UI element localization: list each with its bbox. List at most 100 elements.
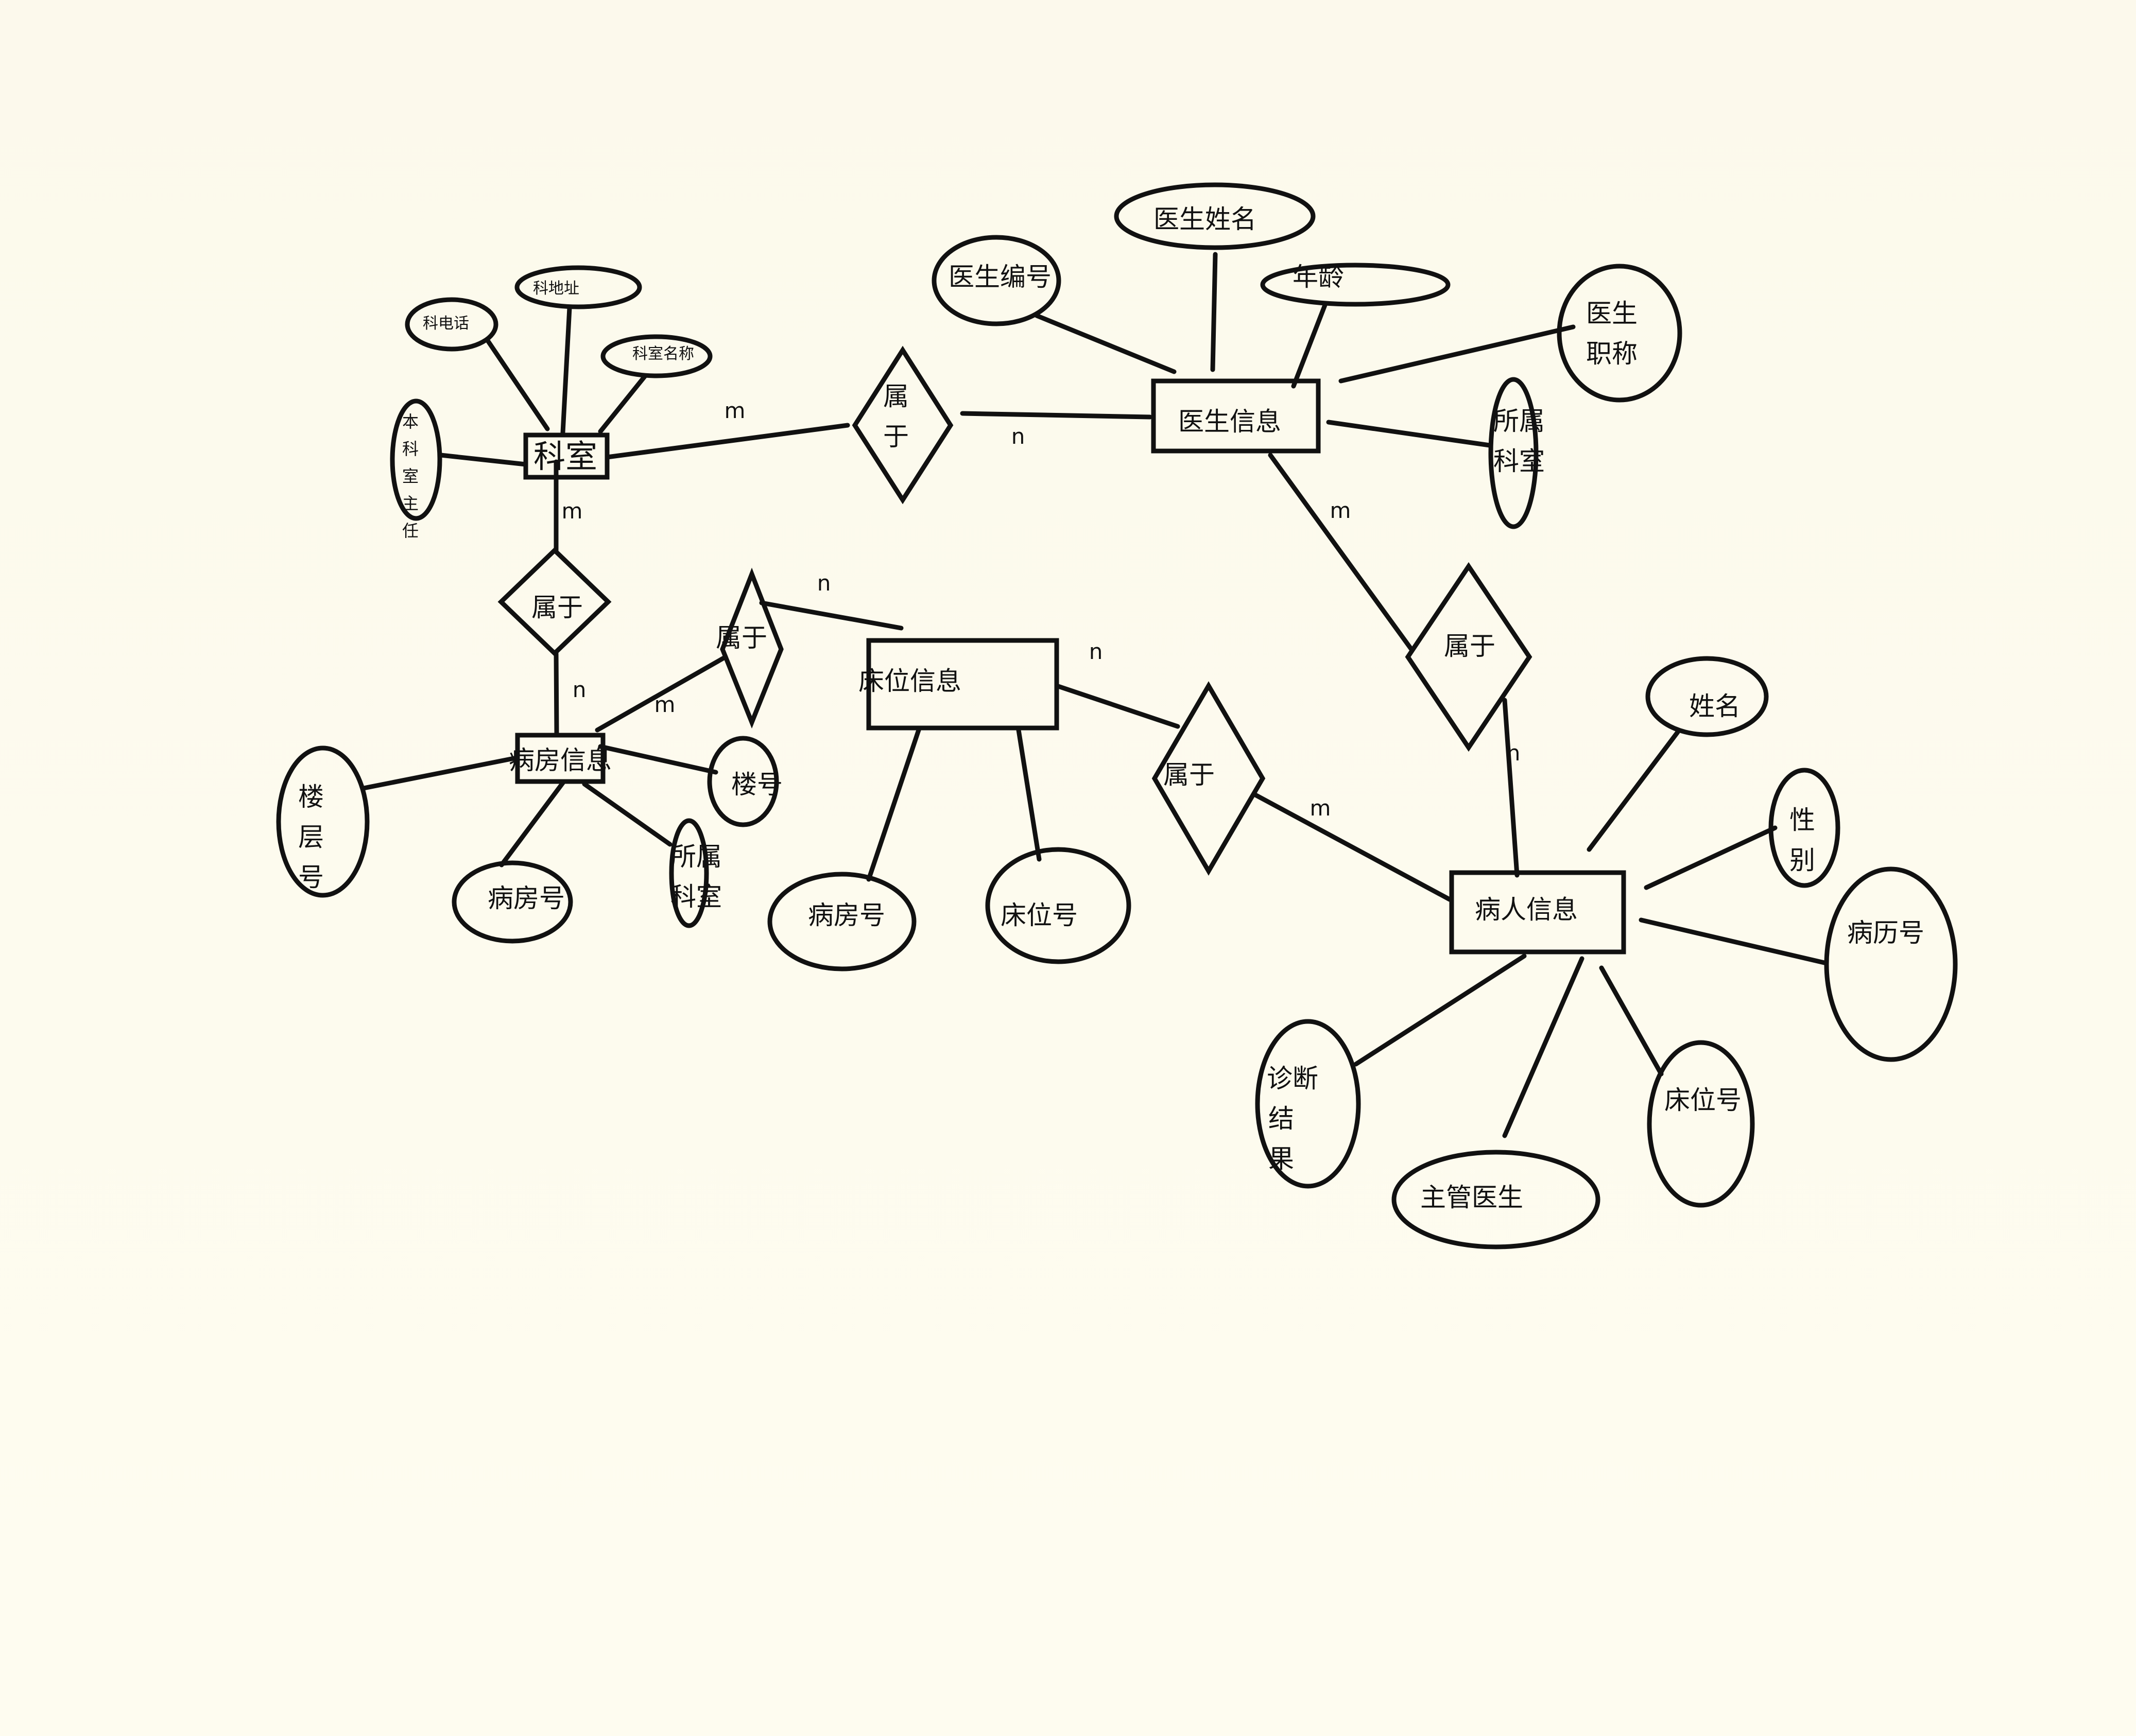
- card-yisheng-bingren-n: n: [1507, 740, 1521, 766]
- attr-yisheng-nianling[interactable]: 年龄: [1260, 262, 1451, 307]
- attr-keshi-zhuren[interactable]: 本 科 室 主 任: [390, 398, 442, 541]
- attr-yisheng-keshi-ellipse: [1488, 377, 1539, 529]
- attr-bingren-binglihao-label: 病历号: [1847, 918, 1924, 948]
- attr-bingfang-louceng[interactable]: 楼 层 号: [276, 745, 370, 898]
- attr-bingren-xingming[interactable]: 姓名: [1645, 656, 1769, 737]
- card-bingfang-chuangwei-m: m: [654, 692, 676, 717]
- attr-bingfang-bingfanghao-ellipse: [452, 860, 573, 944]
- attr-bingren-chuangweihao-ellipse: [1647, 1040, 1755, 1208]
- attr-bingren-zhenduan-label-1: 诊断: [1267, 1064, 1318, 1093]
- link-bingren-binglihao: [1639, 917, 1829, 966]
- link-chuangwei-bingfanghao: [866, 727, 921, 882]
- attr-chuangwei-chuangweihao-ellipse: [985, 847, 1131, 964]
- rel-keshi-bingfang[interactable]: 属于: [497, 547, 612, 657]
- attr-bingren-xingbie-label-2: 别: [1789, 845, 1815, 875]
- attr-keshi-dizhi[interactable]: 科地址: [514, 265, 642, 309]
- attr-yisheng-keshi[interactable]: 所属 科室: [1488, 377, 1545, 529]
- attr-yisheng-zhicheng[interactable]: 医生 职称: [1557, 264, 1682, 403]
- entity-keshi[interactable]: 科室: [523, 432, 610, 480]
- attr-bingren-chuangweihao[interactable]: 床位号: [1647, 1040, 1755, 1208]
- card-keshi-yisheng-n: n: [1011, 424, 1025, 449]
- link-yisheng-keshi: [1326, 420, 1492, 448]
- attr-bingren-xingbie-label-1: 性: [1789, 805, 1815, 835]
- entity-bingfang-box: [515, 733, 606, 784]
- link-chuangwei-chuangweihao: [1016, 727, 1042, 862]
- attr-yisheng-keshi-label-1: 所属: [1493, 406, 1545, 436]
- attr-bingfang-louceng-label-2: 层: [298, 822, 324, 852]
- attr-yisheng-zhicheng-label-2: 职称: [1586, 339, 1638, 369]
- link-bingfang-louceng: [361, 756, 516, 791]
- attr-chuangwei-bingfanghao[interactable]: 病房号: [767, 872, 917, 971]
- rel-yisheng-bingren[interactable]: 属于: [1405, 562, 1532, 752]
- attr-yisheng-bianhao[interactable]: 医生编号: [932, 235, 1061, 326]
- rel-keshi-yisheng[interactable]: 属 于: [852, 345, 954, 505]
- attr-bingren-zhenduan[interactable]: 诊断 结 果: [1255, 1019, 1361, 1189]
- entity-chuangwei-label: 床位信息: [858, 666, 961, 696]
- link-bingfang-bingfanghao: [499, 779, 566, 867]
- attr-keshi-mingcheng[interactable]: 科室名称: [600, 334, 713, 378]
- attr-bingren-chuangweihao-label: 床位号: [1664, 1085, 1742, 1115]
- attr-keshi-dizhi-label: 科地址: [533, 280, 579, 298]
- entity-bingren[interactable]: 病人信息: [1449, 870, 1626, 954]
- cardinalities: m n m n n m n m m n: [562, 398, 1521, 821]
- links: [361, 252, 1829, 1138]
- entity-yisheng[interactable]: 医生信息: [1151, 378, 1321, 454]
- attr-bingfang-louceng-ellipse: [276, 745, 370, 898]
- link-chuangwei-rel4: [1054, 683, 1180, 729]
- attr-bingfang-keshi[interactable]: 所属 科室: [669, 818, 722, 928]
- attr-bingfang-keshi-label-2: 科室: [670, 882, 722, 912]
- attr-yisheng-keshi-label-2: 科室: [1493, 446, 1545, 476]
- entity-bingfang-label: 病房信息: [509, 745, 612, 775]
- entity-yisheng-label: 医生信息: [1178, 407, 1281, 437]
- attr-keshi-dianhua[interactable]: 科电话: [405, 297, 498, 352]
- link-keshi-dianhua: [486, 339, 550, 431]
- attr-keshi-zhuren-label-5: 任: [402, 521, 419, 541]
- attr-bingren-binglihao-ellipse: [1824, 866, 1958, 1062]
- link-rel4-bingren: [1252, 792, 1452, 902]
- entity-keshi-box: [523, 432, 610, 480]
- attr-keshi-zhuren-ellipse: [390, 398, 442, 521]
- rel-bingfang-chuangwei[interactable]: 属于: [716, 567, 784, 729]
- attr-bingren-zhuguan[interactable]: 主管医生: [1391, 1150, 1600, 1249]
- attr-chuangwei-bingfanghao-ellipse: [767, 872, 917, 971]
- attr-chuangwei-chuangweihao[interactable]: 床位号: [985, 847, 1131, 964]
- rel-keshi-yisheng-label-2: 于: [883, 422, 909, 452]
- entity-chuangwei[interactable]: 床位信息: [858, 638, 1059, 731]
- attr-yisheng-zhicheng-label-1: 医生: [1586, 299, 1638, 328]
- attr-bingfang-bingfanghao[interactable]: 病房号: [452, 860, 573, 944]
- link-bingren-chuangweihao: [1599, 965, 1664, 1077]
- rel-yisheng-bingren-diamond: [1405, 562, 1532, 752]
- link-yisheng-zhicheng: [1338, 324, 1576, 384]
- entity-chuangwei-box: [866, 638, 1059, 731]
- link-bingren-zhenduan: [1353, 953, 1527, 1067]
- link-bingfang-louhao: [598, 744, 718, 775]
- attr-bingren-zhenduan-ellipse: [1255, 1019, 1361, 1189]
- rel-chuangwei-bingren-diamond: [1151, 681, 1266, 876]
- attr-keshi-dizhi-ellipse: [514, 265, 642, 309]
- attr-keshi-dianhua-ellipse: [405, 297, 498, 352]
- attr-bingren-xingming-ellipse: [1645, 656, 1769, 737]
- link-bingren-xingming: [1587, 730, 1680, 852]
- attr-yisheng-nianling-ellipse: [1260, 263, 1451, 307]
- rel-keshi-yisheng-label-1: 属: [883, 381, 909, 411]
- link-bingfang-rel3: [595, 654, 728, 733]
- link-bingfang-keshi: [582, 782, 673, 847]
- link-keshi-mingcheng: [598, 373, 648, 434]
- entity-bingfang[interactable]: 病房信息: [509, 733, 612, 784]
- attr-bingren-xingbie[interactable]: 性 别: [1768, 768, 1840, 888]
- attr-bingren-binglihao[interactable]: 病历号: [1824, 866, 1958, 1062]
- rel-chuangwei-bingren-label: 属于: [1163, 760, 1215, 790]
- link-yisheng-nianling: [1291, 301, 1328, 389]
- card-bingfang-chuangwei-n: n: [817, 570, 831, 596]
- entity-keshi-label: 科室: [533, 438, 597, 475]
- attr-keshi-zhuren-label-4: 主: [402, 494, 419, 513]
- attr-bingren-xingbie-ellipse: [1768, 768, 1840, 888]
- attr-bingfang-louhao-label: 楼号: [731, 770, 783, 800]
- rel-chuangwei-bingren[interactable]: 属于: [1151, 681, 1266, 876]
- attr-yisheng-xingming[interactable]: 医生姓名: [1114, 182, 1316, 250]
- attr-keshi-dianhua-label: 科电话: [423, 315, 469, 333]
- link-yisheng-xingming: [1210, 252, 1218, 372]
- attr-yisheng-bianhao-label: 医生编号: [949, 262, 1052, 292]
- attr-bingfang-louhao[interactable]: 楼号: [707, 736, 783, 827]
